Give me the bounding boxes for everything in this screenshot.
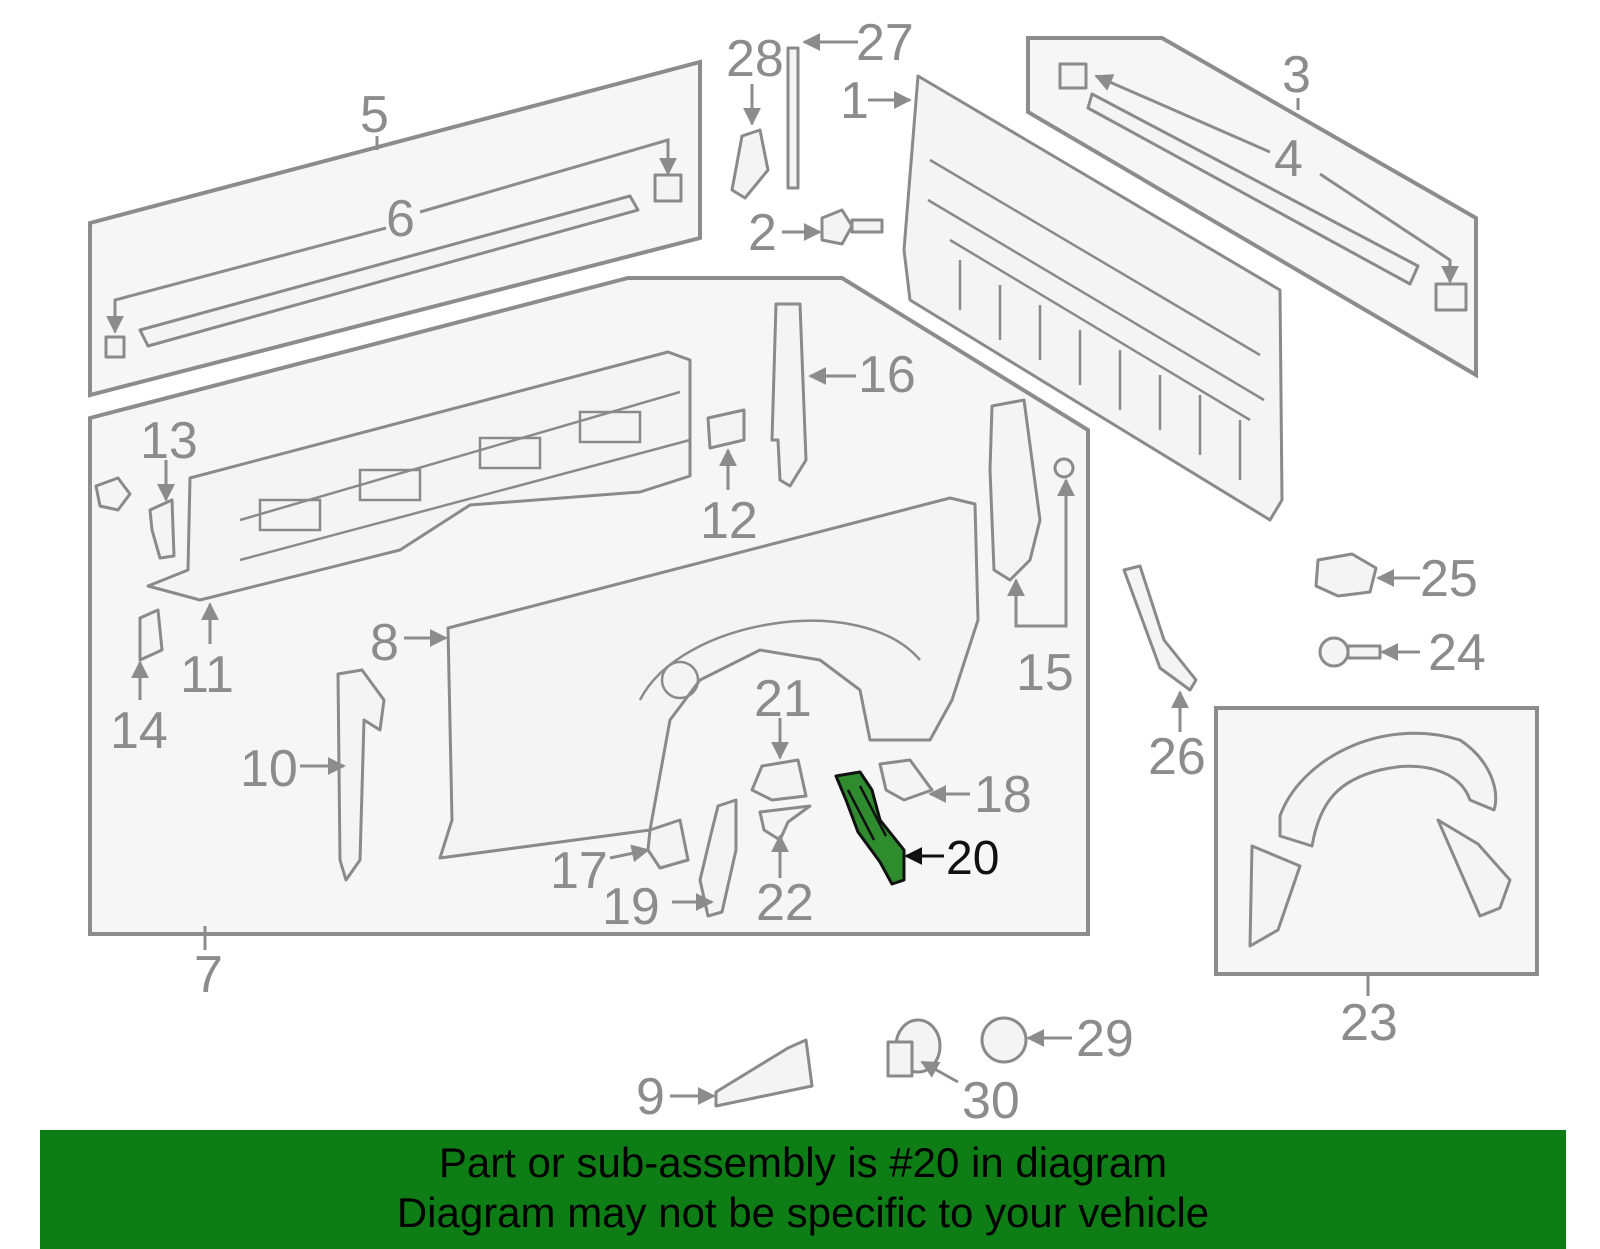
callout-20-highlighted: 20 (946, 832, 999, 885)
callout-12: 12 (700, 492, 758, 550)
fuel-housing-30 (886, 1018, 942, 1078)
bracket-9 (714, 1038, 814, 1108)
bracket-16 (770, 302, 808, 488)
inner-panel-11 (146, 350, 692, 602)
clip-25 (1314, 552, 1378, 598)
callout-6: 6 (386, 190, 415, 248)
callout-5: 5 (360, 86, 389, 144)
callout-labels: 1 2 3 4 5 6 7 8 9 10 11 12 13 14 15 16 1… (110, 14, 1486, 1130)
callout-8: 8 (370, 614, 399, 672)
brace-26 (1122, 564, 1198, 692)
callout-30: 30 (962, 1072, 1020, 1130)
callout-21: 21 (754, 670, 812, 728)
callout-10: 10 (240, 740, 298, 798)
callout-4: 4 (1274, 130, 1303, 188)
callout-27: 27 (856, 14, 914, 72)
reinforcement-10 (336, 668, 386, 882)
outer-panel-8 (438, 496, 980, 860)
callout-1: 1 (840, 72, 869, 130)
bracket-12 (706, 408, 746, 450)
bracket-21 (750, 758, 808, 802)
bracket-14 (138, 608, 164, 662)
bracket-18 (878, 758, 934, 802)
pillar-15 (988, 398, 1075, 582)
callout-23: 23 (1340, 994, 1398, 1052)
bolt-11a (94, 476, 132, 512)
callout-13: 13 (140, 412, 198, 470)
callout-25: 25 (1420, 550, 1478, 608)
side-rail-6 (104, 173, 683, 359)
callout-26: 26 (1148, 728, 1206, 786)
reinforcement-19 (698, 798, 738, 918)
wheelhouse-liner-23 (1248, 731, 1512, 948)
callout-24: 24 (1428, 624, 1486, 682)
cap-29 (980, 1016, 1028, 1064)
banner-line-1: Part or sub-assembly is #20 in diagram (438, 1139, 1168, 1186)
callout-19: 19 (602, 878, 660, 936)
callout-29: 29 (1076, 1010, 1134, 1068)
banner-line-2: Diagram may not be specific to your vehi… (396, 1189, 1210, 1236)
callout-18: 18 (974, 766, 1032, 824)
bracket-28 (730, 128, 770, 200)
screw-24 (1318, 636, 1382, 668)
callout-22: 22 (756, 874, 814, 932)
front-rail-4 (1058, 62, 1468, 312)
bracket-17 (646, 818, 690, 870)
stud-27 (786, 46, 800, 190)
callout-9: 9 (636, 1068, 665, 1126)
callout-3: 3 (1282, 46, 1311, 104)
part-20-highlighted (834, 770, 906, 886)
callout-7: 7 (194, 946, 223, 1004)
callout-17: 17 (550, 842, 608, 900)
front-panel-1 (902, 74, 1284, 522)
bracket-22 (758, 804, 812, 842)
callout-28: 28 (726, 30, 784, 88)
callout-11: 11 (180, 646, 234, 704)
callout-15: 15 (1016, 644, 1074, 702)
info-banner: Part or sub-assembly is #20 in diagram D… (40, 1130, 1566, 1249)
callout-14: 14 (110, 702, 168, 760)
callout-2: 2 (748, 204, 777, 262)
callout-16: 16 (858, 346, 916, 404)
leader-lines (106, 33, 1459, 1105)
bolt-2 (820, 208, 884, 246)
